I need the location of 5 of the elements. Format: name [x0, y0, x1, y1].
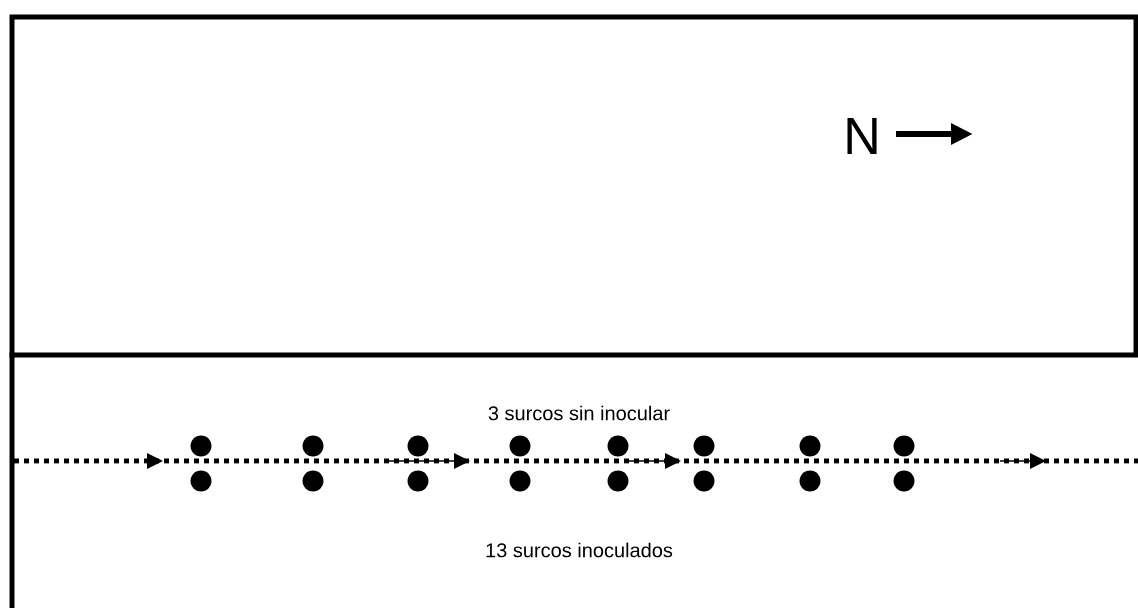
- field-plot: [9, 14, 1138, 358]
- plot-label: 3 surcos sin inocular: [488, 405, 670, 421]
- field-plot: [9, 352, 15, 608]
- plot-label: 13 surcos inoculados: [486, 542, 673, 558]
- north-label: N: [847, 118, 877, 154]
